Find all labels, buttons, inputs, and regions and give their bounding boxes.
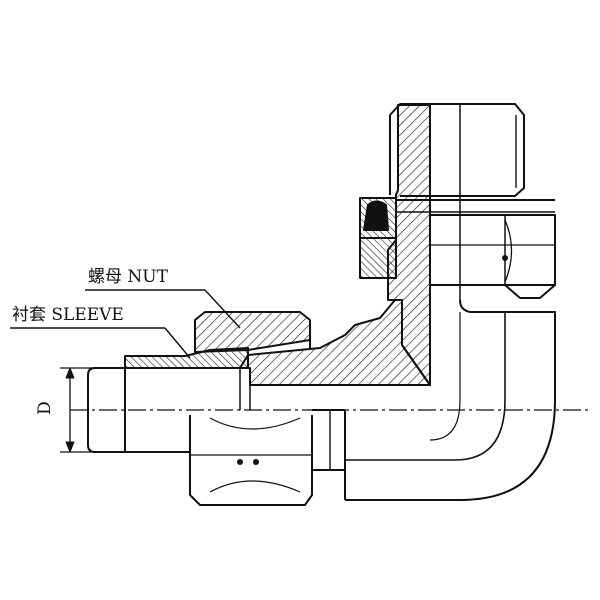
nut-leader <box>204 289 241 329</box>
sleeve-leader <box>164 327 191 359</box>
sleeve-label: 衬套 SLEEVE <box>12 305 124 325</box>
sleeve <box>124 347 251 410</box>
upper-seal <box>359 197 555 279</box>
pipe <box>87 356 240 453</box>
upper-thread-end <box>387 103 525 386</box>
nut <box>189 311 346 506</box>
sleeve-hatch <box>124 347 249 369</box>
nut-hatch <box>194 311 311 353</box>
o-ring <box>363 200 389 231</box>
nut-lower <box>189 415 313 506</box>
nut-label: 螺母 NUT <box>88 267 168 287</box>
diameter-label: D <box>34 401 55 415</box>
leader-lines <box>10 289 241 359</box>
elbow-outer <box>345 299 556 501</box>
upper-hex-body <box>429 214 556 300</box>
upper-thread-outline <box>389 103 525 197</box>
dimension-d <box>60 367 95 453</box>
